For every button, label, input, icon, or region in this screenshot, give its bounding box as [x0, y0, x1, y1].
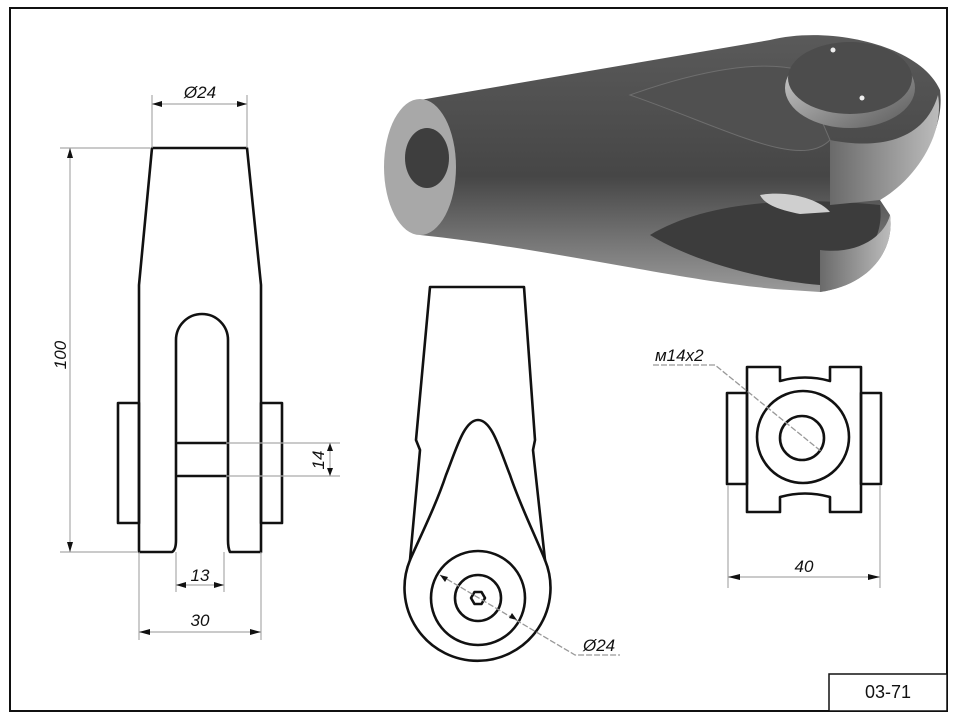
pin-left-end [116, 401, 141, 525]
drawing-number: 03-71 [865, 682, 911, 702]
dim-length: 100 [51, 340, 70, 369]
dim-pin-diameter: 14 [309, 451, 328, 470]
drawing-frame [9, 7, 948, 712]
dim-width: 30 [191, 611, 210, 630]
side-view: Ø24 [403, 285, 620, 663]
isometric-render [384, 35, 941, 293]
dim-thread: м14x2 [655, 346, 704, 365]
title-block: 03-71 [828, 673, 948, 712]
dim-slot-width: 13 [191, 566, 210, 585]
pin-right-end [259, 401, 284, 525]
end-view: м14x2 40 [653, 346, 883, 588]
dim-hole-diameter: Ø24 [582, 636, 615, 655]
front-view: Ø24 100 14 13 30 [51, 83, 340, 640]
dim-end-width: 40 [795, 557, 814, 576]
dim-top-diameter: Ø24 [183, 83, 216, 102]
